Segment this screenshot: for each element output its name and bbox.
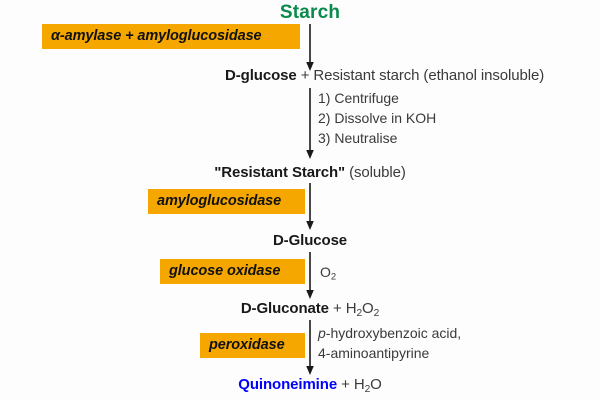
water-plus: + H <box>337 376 365 393</box>
arrow-dglucose-to-resistant-starch <box>303 88 317 160</box>
compound-d-glucose-label: D-glucose <box>225 67 297 84</box>
peroxide-subscript-h: 2 <box>356 307 363 319</box>
enzyme-box-glucose-oxidase[interactable]: glucose oxidase <box>160 259 305 284</box>
arrow-resistant-starch-to-dglucose <box>303 183 317 231</box>
compound-d-glucose-second: D-Glucose <box>273 232 347 249</box>
reagent-p-hydroxybenzoic-acid: p-hydroxybenzoic acid, <box>318 324 461 344</box>
peroxide-oxygen: O <box>362 300 374 317</box>
enzyme-box-amyloglucosidase[interactable]: amyloglucosidase <box>148 189 305 214</box>
enzyme-box-alpha-amylase-amyloglucosidase[interactable]: α-amylase + amyloglucosidase <box>42 24 300 49</box>
diagram-title-starch: Starch <box>279 2 341 23</box>
arrow-dgluconate-to-quinoneimine <box>303 320 317 376</box>
reagent-hydroxybenzoic-rest: -hydroxybenzoic acid, <box>325 325 462 341</box>
compound-resistant-starch-label: Resistant Starch <box>221 164 339 181</box>
compound-d-glucose-second-label: D-Glucose <box>272 232 348 249</box>
reagent-4-aminoantipyrine: 4-aminoantipyrine <box>318 344 430 361</box>
compound-resistant-starch-soluble: "Resistant Starch" (soluble) <box>214 164 406 181</box>
quote-close: " <box>338 164 346 181</box>
arrow-starch-to-dglucose <box>303 24 317 72</box>
reagent-oxygen: O2 <box>320 263 336 283</box>
peroxide-plus: + H <box>328 300 357 317</box>
reagent-oxygen-subscript: 2 <box>330 271 337 283</box>
compound-d-glucose-plus-resistant-starch: D-glucose + Resistant starch (ethanol in… <box>225 67 544 84</box>
procedure-step-2: 2) Dissolve in KOH <box>318 109 437 126</box>
procedure-steps-list: 1) Centrifuge 2) Dissolve in KOH 3) Neut… <box>318 89 436 149</box>
compound-d-gluconate-label: D-Gluconate <box>240 300 329 317</box>
arrow-dglucose-to-dgluconate <box>303 252 317 300</box>
peroxide-subscript-o: 2 <box>373 307 380 319</box>
water-oxygen: O <box>370 376 382 393</box>
compound-quinoneimine-plus-water: Quinoneimine + H2O <box>238 376 382 395</box>
compound-quinoneimine-label: Quinoneimine <box>238 376 338 393</box>
water-subscript: 2 <box>364 383 371 395</box>
compound-resistant-starch-suffix: + Resistant starch (ethanol insoluble) <box>296 67 545 84</box>
compound-d-gluconate-plus-peroxide: D-Gluconate + H2O2 <box>240 300 380 319</box>
compound-soluble-suffix: (soluble) <box>345 164 406 181</box>
procedure-step-1: 1) Centrifuge <box>318 90 399 106</box>
procedure-step-3: 3) Neutralise <box>318 129 398 146</box>
reagent-p-prefix: p <box>318 325 326 341</box>
quote-open: " <box>214 164 222 181</box>
reagent-oxygen-symbol: O <box>320 264 331 280</box>
reagent-peroxidase-list: p-hydroxybenzoic acid, 4-aminoantipyrine <box>318 324 461 364</box>
enzyme-box-peroxidase[interactable]: peroxidase <box>200 333 305 358</box>
